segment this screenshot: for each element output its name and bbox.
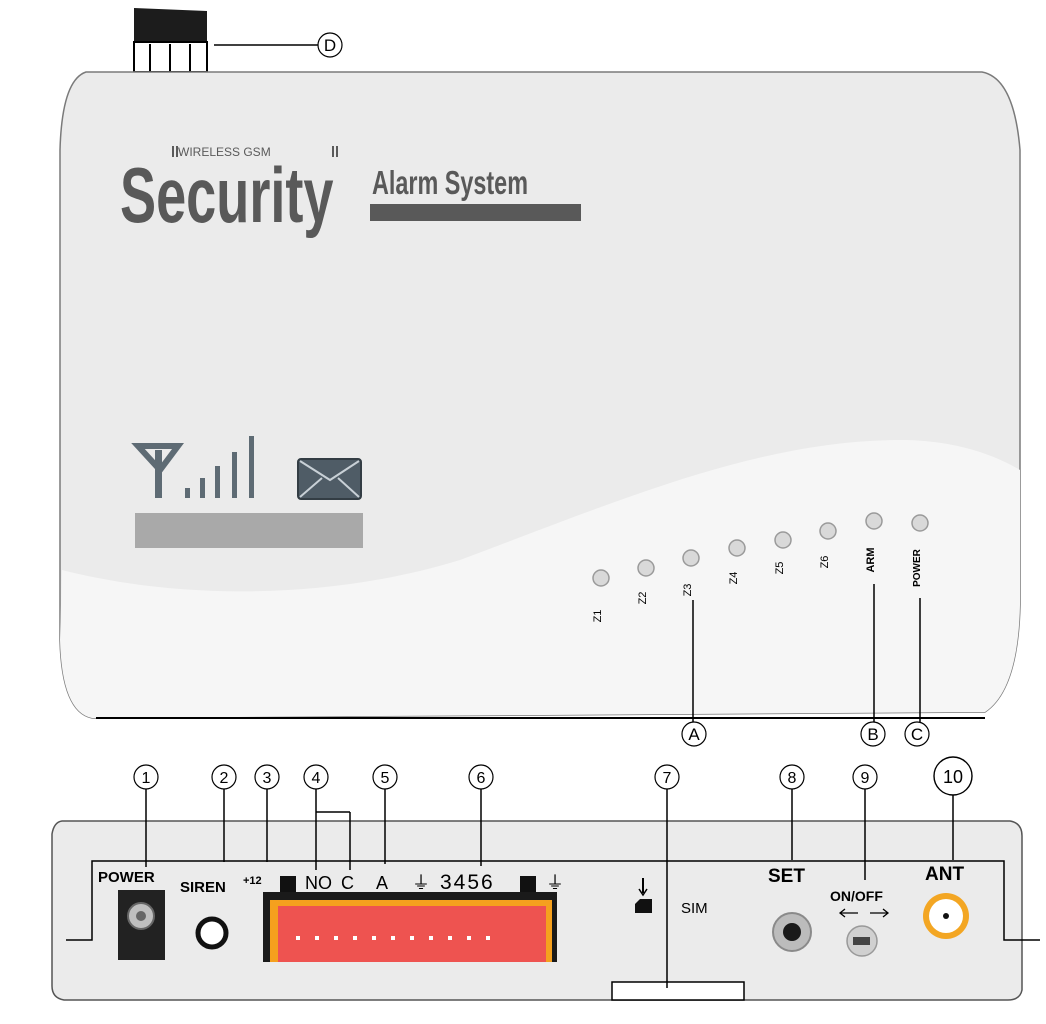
- brand-title-sub: Alarm System: [372, 165, 528, 202]
- callout-5-label: 5: [381, 770, 390, 787]
- callout-10-label: 10: [943, 767, 963, 787]
- ant-label: ANT: [925, 864, 964, 885]
- siren-voltage-label: +12: [243, 875, 262, 887]
- callout-6-label: 6: [477, 770, 486, 787]
- siren-socket: [195, 916, 229, 950]
- led-z4: Z4: [728, 539, 746, 585]
- led-z2: Z2: [637, 559, 655, 605]
- led-z5: Z5: [774, 531, 792, 575]
- callout-b-label: B: [867, 725, 878, 744]
- callout-8: 8: [779, 764, 805, 790]
- led-z6: Z6: [819, 522, 837, 569]
- terminal-c-label: C: [341, 873, 354, 893]
- callout-a: A: [681, 721, 707, 747]
- led-z6-label: Z6: [819, 556, 831, 569]
- callout-1: 1: [133, 764, 159, 790]
- set-button[interactable]: [772, 912, 812, 952]
- led-z1-label: Z1: [592, 610, 604, 623]
- callout-2: 2: [211, 764, 237, 790]
- antenna-icon: [131, 443, 184, 498]
- on-off-switch[interactable]: [846, 925, 878, 957]
- callout-1-label: 1: [142, 770, 151, 787]
- power-jack: [118, 890, 165, 960]
- callout-c: C: [904, 721, 930, 747]
- led-z2-label: Z2: [637, 592, 649, 605]
- brand-title-main: Security: [120, 152, 334, 239]
- switch-arrows-icon: [838, 908, 890, 918]
- callout-8-label: 8: [788, 770, 797, 787]
- led-arm-label: ARM: [865, 547, 877, 572]
- callout-3: 3: [254, 764, 280, 790]
- led-z1: Z1: [592, 569, 610, 623]
- brand: WIRELESS GSM Security Alarm System: [120, 145, 581, 239]
- envelope-icon: [297, 458, 362, 500]
- led-z5-label: Z5: [774, 562, 786, 575]
- led-power-label: POWER: [912, 548, 923, 587]
- led-arm: ARM: [865, 512, 883, 573]
- siren-label: SIREN: [180, 879, 226, 896]
- callout-2-label: 2: [220, 770, 229, 787]
- brand-tagline: WIRELESS GSM: [178, 145, 271, 159]
- signal-bars-icon: [185, 436, 254, 498]
- sim-slot: [611, 981, 745, 1001]
- rear-panel-inner-outline: [66, 860, 1040, 941]
- terminal-block: [263, 876, 557, 962]
- led-z3-label: Z3: [682, 584, 694, 597]
- callout-5: 5: [372, 764, 398, 790]
- ground-icon-2: ⏚: [546, 873, 564, 893]
- callout-3-label: 3: [263, 770, 272, 787]
- sim-label: SIM: [681, 900, 708, 917]
- callout-d: D: [317, 32, 343, 58]
- sim-insert-icon: [635, 878, 652, 913]
- callout-4-label: 4: [312, 770, 321, 787]
- wave-highlight: [60, 440, 1020, 718]
- callout-9-label: 9: [861, 770, 870, 787]
- callout-10: 10: [933, 756, 973, 796]
- panel-leader-lines: [145, 789, 954, 988]
- terminal-a-label: A: [376, 873, 388, 893]
- terminal-zones-label: 3456: [440, 871, 495, 894]
- display-panel: [135, 513, 363, 548]
- led-power: POWER: [911, 514, 929, 587]
- callout-b: B: [860, 721, 886, 747]
- callout-7: 7: [654, 764, 680, 790]
- callout-c-label: C: [911, 725, 923, 744]
- ground-icon: ⏚: [412, 873, 430, 893]
- terminal-no-label: NO: [305, 873, 332, 893]
- rear-power-label: POWER: [98, 869, 155, 886]
- callout-a-label: A: [688, 725, 700, 744]
- on-off-label: ON/OFF: [830, 888, 883, 904]
- callout-4: 4: [303, 764, 329, 790]
- brand-underline-bar: [370, 204, 581, 221]
- external-antenna: [133, 8, 208, 73]
- callout-7-label: 7: [663, 770, 672, 787]
- callout-d-label: D: [324, 36, 336, 55]
- callout-6: 6: [468, 764, 494, 790]
- antenna-connector[interactable]: [923, 893, 969, 939]
- led-z4-label: Z4: [728, 572, 740, 585]
- set-label: SET: [768, 866, 805, 887]
- led-z3: Z3: [682, 549, 700, 597]
- callout-9: 9: [852, 764, 878, 790]
